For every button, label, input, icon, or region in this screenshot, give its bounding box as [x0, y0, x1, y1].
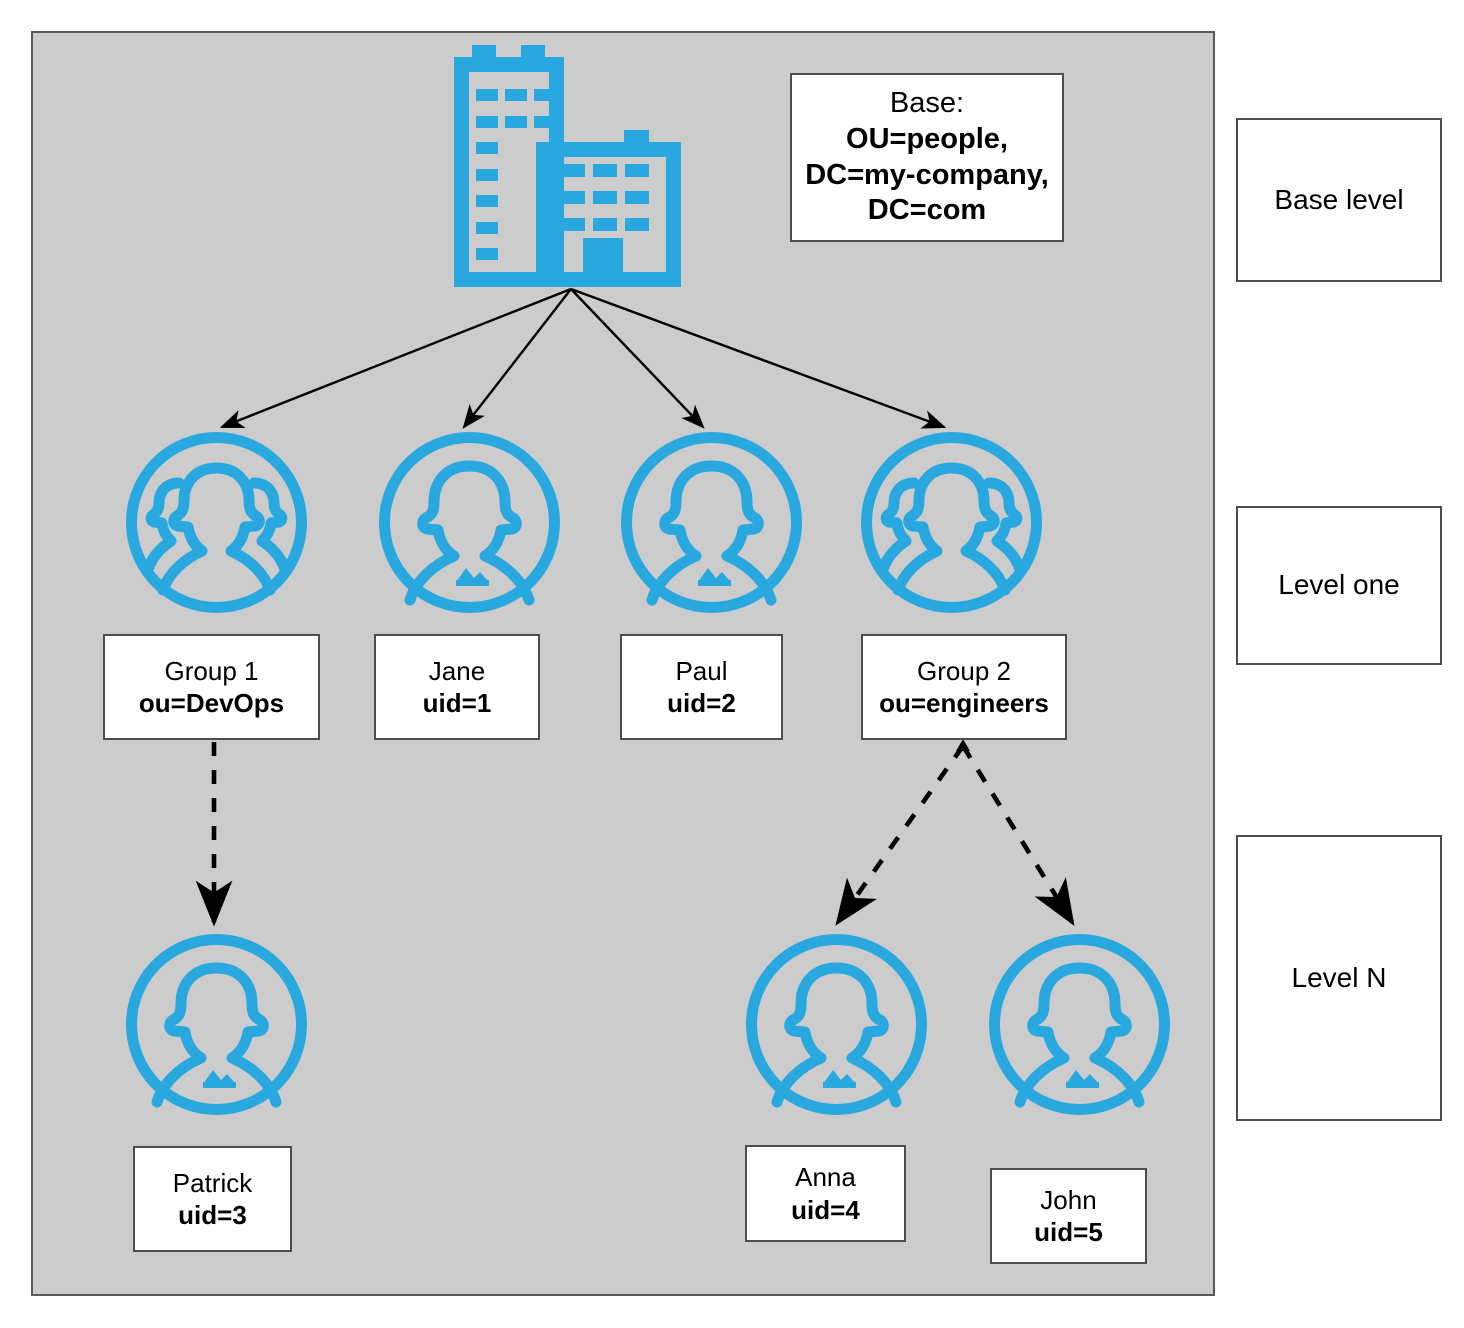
base-dn-line-dc2: DC=com — [867, 194, 987, 227]
node-title: Anna — [795, 1162, 856, 1193]
person-avatar-icon — [124, 932, 309, 1122]
base-label: Base: — [889, 86, 965, 119]
building-icon — [452, 45, 697, 298]
node-box-jane[interactable]: Jane uid=1 — [374, 634, 540, 740]
node-title: Group 1 — [164, 655, 259, 686]
legend-base-level-label: Base level — [1274, 183, 1404, 215]
base-dn-line-ou: OU=people, — [846, 122, 1008, 155]
legend-level-one-label: Level one — [1278, 569, 1400, 601]
legend-level-n: Level N — [1236, 835, 1442, 1121]
node-detail: uid=4 — [791, 1194, 860, 1225]
node-detail: uid=2 — [667, 688, 736, 718]
node-detail: ou=engineers — [879, 688, 1049, 718]
node-box-patrick[interactable]: Patrick uid=3 — [133, 1146, 292, 1252]
node-title: Paul — [675, 655, 728, 686]
node-title: Patrick — [172, 1167, 253, 1198]
node-box-john[interactable]: John uid=5 — [990, 1168, 1147, 1264]
node-title: John — [1040, 1184, 1097, 1215]
legend-level-n-label: Level N — [1291, 961, 1387, 993]
legend-level-one: Level one — [1236, 506, 1442, 665]
node-detail: uid=1 — [422, 688, 492, 718]
node-box-anna[interactable]: Anna uid=4 — [745, 1145, 906, 1242]
node-box-paul[interactable]: Paul uid=2 — [620, 634, 783, 740]
person-avatar-icon — [619, 430, 804, 620]
node-detail: ou=DevOps — [138, 688, 285, 718]
node-title: Jane — [428, 655, 486, 686]
legend-base-level: Base level — [1236, 118, 1442, 282]
base-dn-box: Base: OU=people, DC=my-company, DC=com — [790, 73, 1064, 242]
base-dn-line-dc1: DC=my-company, — [805, 158, 1049, 191]
person-avatar-icon — [377, 430, 562, 620]
person-avatar-icon — [987, 932, 1172, 1122]
node-box-group-1[interactable]: Group 1 ou=DevOps — [103, 634, 320, 740]
node-title: Group 2 — [917, 655, 1011, 686]
group-avatar-icon — [124, 430, 309, 620]
node-detail: uid=5 — [1034, 1217, 1103, 1247]
node-box-group-2[interactable]: Group 2 ou=engineers — [861, 634, 1067, 740]
group-avatar-icon — [859, 430, 1044, 620]
node-detail: uid=3 — [178, 1200, 247, 1230]
person-avatar-icon — [744, 932, 929, 1122]
